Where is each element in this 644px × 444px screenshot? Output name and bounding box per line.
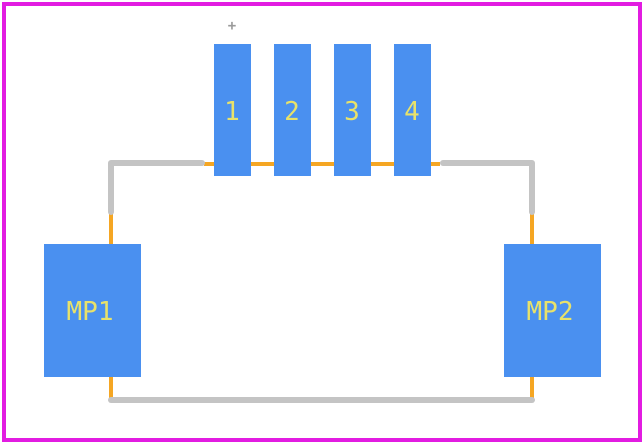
pin1-marker: + [228,18,236,34]
signal-pads [214,44,431,176]
pad-4-label: 4 [404,97,420,127]
silkscreen-right-corner [440,160,535,215]
pad-3-label: 3 [344,97,360,127]
pad-1-label: 1 [224,97,240,127]
pad-1[interactable] [214,44,251,176]
pad-labels: 1 2 3 4 MP1 MP2 [67,97,574,327]
pad-4[interactable] [394,44,431,176]
courtyard-lines [109,162,534,400]
pad-2-label: 2 [284,97,300,127]
mounting-pads [44,244,601,377]
pad-2[interactable] [274,44,311,176]
silkscreen-left-corner [108,160,205,215]
pad-mp1-label: MP1 [67,297,114,327]
pad-mp2-label: MP2 [527,297,574,327]
pad-mp1[interactable] [44,244,141,377]
silkscreen-outline [108,160,535,403]
pad-mp2[interactable] [504,244,601,377]
pad-3[interactable] [334,44,371,176]
